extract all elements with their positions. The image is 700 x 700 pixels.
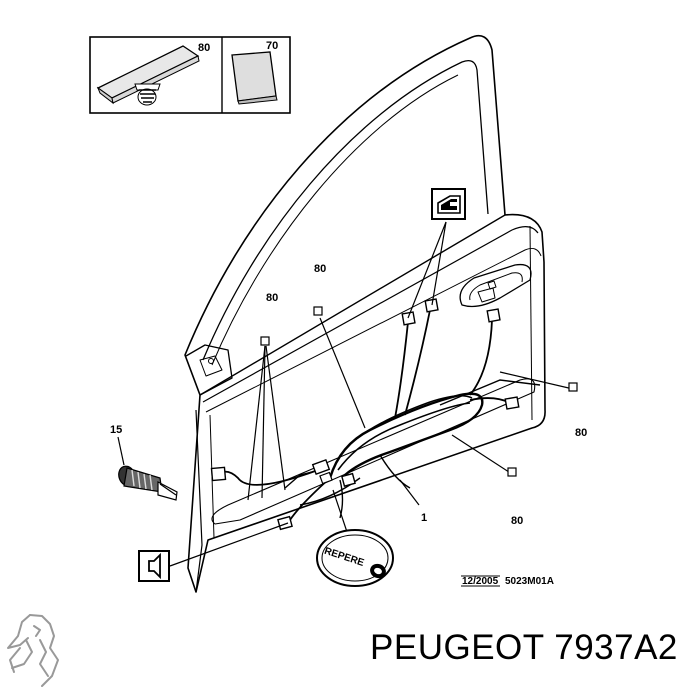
square-pad-part <box>231 51 278 105</box>
callout-80-left: 80 <box>266 292 278 304</box>
power-window-icon <box>431 188 466 220</box>
callout-1-harness: 1 <box>421 512 427 524</box>
screw-part: 15 <box>110 424 178 501</box>
callout-15-screw: 15 <box>110 424 122 436</box>
foam-strip-part <box>96 45 200 106</box>
peugeot-lion-logo <box>7 614 59 687</box>
diagram-reference: 12/2005 5023M01A <box>461 575 554 587</box>
repere-marker: REPERE <box>316 529 394 587</box>
parts-inset: 80 70 <box>89 36 291 114</box>
callout-squares <box>260 306 578 477</box>
callout-70-inset: 70 <box>266 40 278 52</box>
wiring-harness <box>221 309 541 521</box>
front-door-panel <box>184 34 546 593</box>
callout-80-inset: 80 <box>198 42 210 54</box>
diagram-date: 12/2005 <box>462 576 499 587</box>
callout-80-right-lower: 80 <box>511 515 523 527</box>
callout-80-top: 80 <box>314 263 326 275</box>
leader-lines <box>169 221 574 567</box>
harness-connectors <box>210 298 520 531</box>
speaker-icon <box>138 550 170 582</box>
callout-80-right-upper: 80 <box>575 427 587 439</box>
diagram-code: 5023M01A <box>505 576 554 587</box>
brand-part-number: PEUGEOT 7937A2 <box>370 628 678 667</box>
